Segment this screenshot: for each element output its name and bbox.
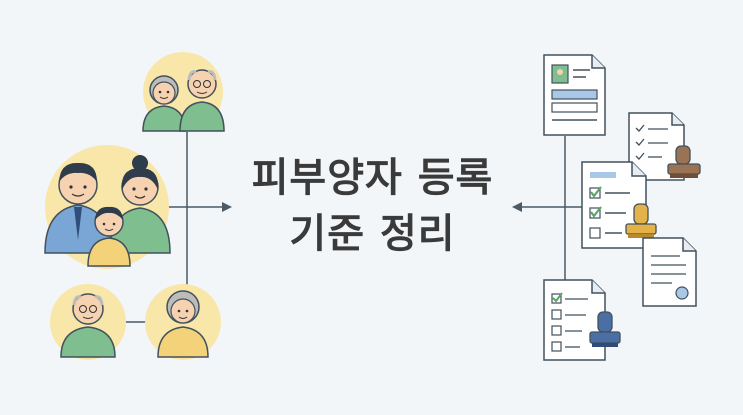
title-line-2: 기준 정리 xyxy=(289,211,456,257)
grandfather-icon xyxy=(50,284,126,360)
grandparents-icon xyxy=(142,52,225,132)
right-arrow-head xyxy=(512,202,522,212)
left-arrow-head xyxy=(222,202,232,212)
family-icon xyxy=(44,145,171,269)
diagram-title: 피부양자 등록 기준 정리 xyxy=(210,150,535,262)
grandmother-icon xyxy=(145,284,221,360)
checklist-form-icon xyxy=(581,161,657,249)
right-connector-lines xyxy=(518,136,582,285)
id-document-icon xyxy=(543,54,606,136)
title-line-1: 피부양자 등록 xyxy=(251,155,494,201)
checklist-blue-stamp-icon xyxy=(543,279,621,361)
certificate-icon xyxy=(642,237,697,307)
